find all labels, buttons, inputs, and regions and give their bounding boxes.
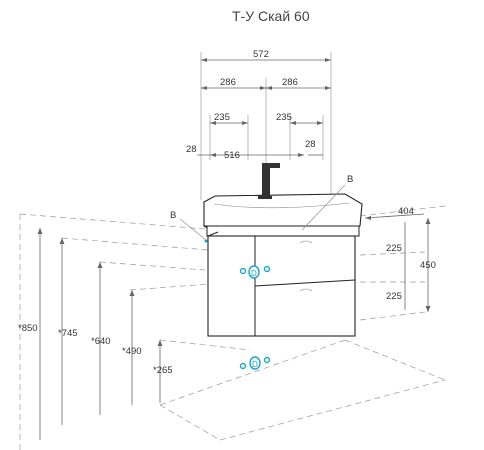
right-dimensions bbox=[364, 213, 431, 312]
cabinet bbox=[207, 231, 356, 337]
width-dimensions bbox=[197, 52, 332, 200]
title: Т-У Скай 60 bbox=[232, 8, 310, 24]
width-28-right-label: 28 bbox=[305, 139, 316, 150]
height-450-label: 450 bbox=[420, 260, 436, 271]
width-286-left-label: 286 bbox=[220, 77, 236, 88]
faucet-icon bbox=[258, 163, 280, 199]
washbasin bbox=[203, 193, 363, 237]
height-745-label: *745 bbox=[58, 328, 78, 339]
width-516-label: 516 bbox=[224, 150, 240, 161]
width-28-left-label: 28 bbox=[186, 144, 197, 155]
vertical-dimensions bbox=[37, 228, 163, 440]
height-850-label: *850 bbox=[18, 323, 38, 334]
callout-b-right bbox=[301, 184, 346, 231]
width-286-right-label: 286 bbox=[282, 77, 298, 88]
svg-text:D: D bbox=[251, 269, 257, 278]
width-572-label: 572 bbox=[253, 49, 269, 60]
width-235-left-label: 235 bbox=[214, 112, 230, 123]
height-265-label: *265 bbox=[153, 365, 173, 376]
width-235-right-label: 235 bbox=[276, 112, 292, 123]
callout-b-left bbox=[179, 218, 208, 243]
connector-symbol-upper: D bbox=[239, 265, 271, 279]
svg-text:D: D bbox=[252, 360, 258, 369]
height-490-label: *490 bbox=[122, 346, 142, 357]
height-225-top-label: 225 bbox=[386, 243, 402, 254]
height-640-label: *640 bbox=[91, 336, 111, 347]
callout-b-left-label: B bbox=[170, 210, 176, 221]
height-225-bottom-label: 225 bbox=[386, 291, 402, 302]
depth-404-label: 404 bbox=[398, 206, 414, 217]
connector-symbol-lower: D bbox=[239, 356, 271, 370]
callout-b-right-label: B bbox=[347, 174, 353, 185]
